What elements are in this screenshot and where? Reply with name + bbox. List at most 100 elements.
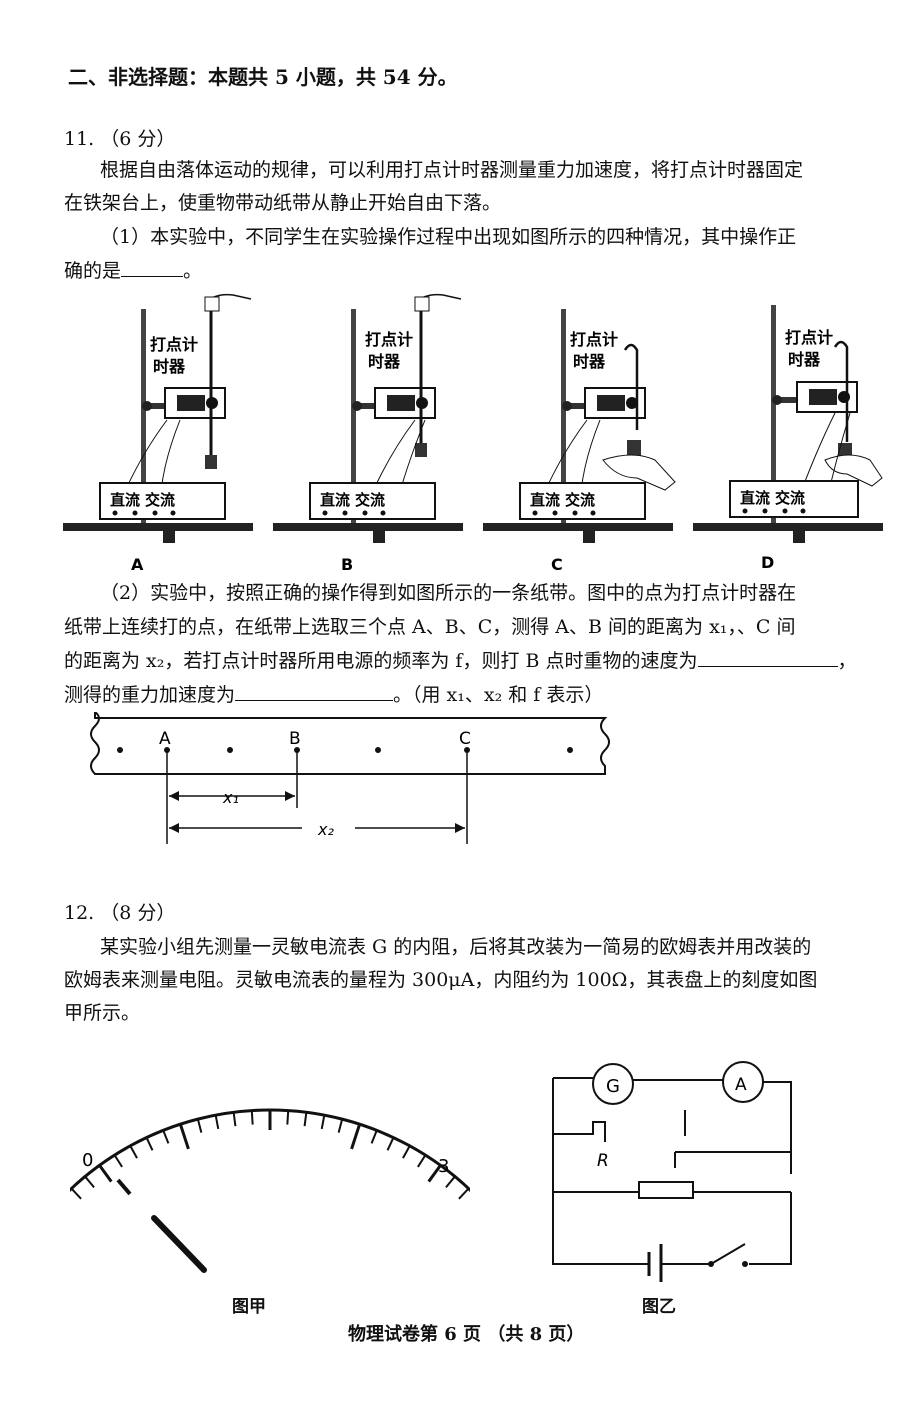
dial-tick bbox=[458, 1187, 470, 1200]
q11-intro-line1: 根据自由落体运动的规律，可以利用打点计时器测量重力加速度，将打点计时器固定 bbox=[100, 159, 804, 181]
dial-tick bbox=[250, 1110, 254, 1125]
ac-label-d: 交流 bbox=[775, 489, 805, 507]
resistor-symbol bbox=[638, 1181, 694, 1199]
dc-label-d: 直流 bbox=[740, 489, 770, 507]
q11-part1-line1: （1）本实验中，不同学生在实验操作过程中出现如图所示的四种情况，其中操作正 bbox=[100, 226, 797, 248]
figure-jia-caption: 图甲 bbox=[232, 1297, 266, 1317]
ac-label-b: 交流 bbox=[355, 491, 385, 509]
tape-dot bbox=[375, 747, 381, 753]
dial-tick bbox=[386, 1137, 395, 1151]
dial-tick bbox=[337, 1118, 344, 1133]
answer-blank-velocity[interactable] bbox=[697, 646, 838, 667]
timer-label-a-2: 时器 bbox=[153, 357, 186, 376]
q11-part1-prompt: 确的是 bbox=[64, 260, 122, 282]
dial-tick bbox=[98, 1164, 113, 1183]
dial-tick bbox=[178, 1123, 190, 1150]
x1-label: x₁ bbox=[222, 788, 239, 807]
ac-label-c: 交流 bbox=[565, 491, 595, 509]
timer-label-b-2: 时器 bbox=[368, 352, 401, 371]
q11-intro-line2: 在铁架台上，使重物带动纸带从静止开始自由下落。 bbox=[64, 192, 502, 214]
section-heading: 二、非选择题：本题共 5 小题，共 54 分。 bbox=[68, 65, 458, 89]
dial-tick bbox=[232, 1112, 237, 1127]
dial-tick bbox=[162, 1129, 170, 1144]
q11-part2-line2-tail: 、C 间 bbox=[736, 616, 796, 638]
dial-tick bbox=[145, 1137, 154, 1151]
option-label-b: B bbox=[341, 555, 353, 574]
dial-tick bbox=[350, 1123, 362, 1150]
dial-tick bbox=[370, 1129, 378, 1144]
option-label-a: A bbox=[131, 555, 144, 574]
q11-part2-line2: 纸带上连续打的点，在纸带上选取三个点 A、B、C，测得 A、B 间的距离为 x₁… bbox=[64, 612, 795, 642]
q11-part2-line3-end: ， bbox=[837, 650, 857, 672]
needle-tail bbox=[116, 1178, 132, 1196]
timer-label-a-1: 打点计 bbox=[150, 335, 198, 354]
dial-tick bbox=[84, 1175, 95, 1188]
timer-label-d-2: 时器 bbox=[788, 350, 821, 369]
answer-blank-gravity[interactable] bbox=[235, 680, 394, 701]
q11-part2-line2-text: 纸带上连续打的点，在纸带上选取三个点 A、B、C，测得 A、B 间的距离为 x₁… bbox=[64, 616, 737, 638]
dial-needle bbox=[151, 1215, 207, 1273]
tape-dot bbox=[227, 747, 233, 753]
apparatus-d: 直流 交流 打点计 时器 D bbox=[693, 305, 883, 572]
dial-tick bbox=[402, 1145, 411, 1159]
apparatus-c: 直流 交流 打点计 时器 C bbox=[483, 309, 676, 574]
q12-line2: 欧姆表来测量电阻。灵敏电流表的量程为 300μA，内阻约为 100Ω，其表盘上的… bbox=[64, 969, 818, 991]
galvanometer-symbol bbox=[592, 1063, 634, 1105]
dial-tick bbox=[129, 1145, 138, 1159]
apparatus-a: 直流 交流 打点计 时器 A bbox=[63, 293, 253, 574]
page-footer: 物理试卷第 6 页 （共 8 页） bbox=[348, 1324, 585, 1345]
option-label-c: C bbox=[551, 555, 563, 574]
galvanometer-dial: 0 3 bbox=[70, 1108, 470, 1273]
dial-tick bbox=[196, 1118, 203, 1133]
dial-tick bbox=[427, 1164, 442, 1183]
timer-label-c-1: 打点计 bbox=[570, 330, 618, 349]
ac-label-a: 交流 bbox=[145, 491, 175, 509]
galvanometer-label: G bbox=[606, 1076, 620, 1097]
dial-tick bbox=[303, 1112, 308, 1127]
rheostat-label: R bbox=[597, 1151, 609, 1171]
point-b-label: B bbox=[289, 729, 301, 749]
paper-tape-figure: A B C x₁ x₂ bbox=[90, 712, 610, 844]
point-c-label: C bbox=[459, 729, 471, 749]
dial-min-label: 0 bbox=[82, 1150, 93, 1171]
timer-label-b-1: 打点计 bbox=[365, 330, 413, 349]
q11-part2-line4-end: 。（用 x₁、x₂ 和 f 表示） bbox=[393, 684, 604, 706]
answer-blank-1[interactable] bbox=[121, 256, 184, 277]
dc-label-a: 直流 bbox=[110, 491, 140, 509]
q12-score: （8 分） bbox=[100, 902, 176, 924]
point-a-label: A bbox=[159, 729, 171, 749]
timer-label-c-2: 时器 bbox=[573, 352, 606, 371]
q11-part2-line3: 的距离为 x₂，若打点计时器所用电源的频率为 f，则打 B 点时重物的速度为 ， bbox=[64, 646, 857, 676]
figure-yi-caption: 图乙 bbox=[642, 1297, 676, 1317]
q11-header: 11. （6 分） bbox=[64, 124, 175, 154]
q11-score: （6 分） bbox=[100, 128, 176, 150]
dial-tick bbox=[417, 1154, 427, 1168]
q11-part2-line4: 测得的重力加速度为 。（用 x₁、x₂ 和 f 表示） bbox=[64, 680, 603, 710]
q11-part1-end: 。 bbox=[183, 260, 203, 282]
dial-tick bbox=[445, 1175, 456, 1188]
q12-header: 12. （8 分） bbox=[64, 898, 175, 928]
circuit-diagram: G A R bbox=[552, 1061, 792, 1282]
q11-part2-line1: （2）实验中，按照正确的操作得到如图所示的一条纸带。图中的点为打点计时器在 bbox=[100, 582, 797, 604]
dial-scale bbox=[70, 1108, 470, 1200]
dial-tick bbox=[113, 1154, 123, 1168]
tape-dot bbox=[567, 747, 573, 753]
ammeter-label: A bbox=[735, 1075, 747, 1095]
dial-tick bbox=[214, 1114, 220, 1130]
dial-tick bbox=[320, 1114, 326, 1130]
q12-line1: 某实验小组先测量一灵敏电流表 G 的内阻，后将其改装为一简易的欧姆表并用改装的 bbox=[100, 936, 812, 958]
option-label-d: D bbox=[761, 553, 774, 572]
paper-tape bbox=[90, 712, 610, 775]
tape-dot bbox=[117, 747, 123, 753]
x2-label: x₂ bbox=[317, 820, 334, 839]
q12-line3: 甲所示。 bbox=[64, 1002, 141, 1024]
dc-label-b: 直流 bbox=[320, 491, 350, 509]
q11-part2-line4-text: 测得的重力加速度为 bbox=[64, 684, 236, 706]
q11-part2-line3-text: 的距离为 x₂，若打点计时器所用电源的频率为 f，则打 B 点时重物的速度为 bbox=[64, 650, 698, 672]
apparatus-figures: 直流 交流 打点计 时器 A 直流 交流 打点计 时器 B bbox=[63, 293, 883, 574]
q12-number: 12. bbox=[64, 902, 95, 924]
dial-tick bbox=[286, 1110, 290, 1125]
dial-tick bbox=[70, 1187, 82, 1200]
q11-number: 11. bbox=[64, 128, 95, 150]
timer-label-d-1: 打点计 bbox=[785, 328, 833, 347]
